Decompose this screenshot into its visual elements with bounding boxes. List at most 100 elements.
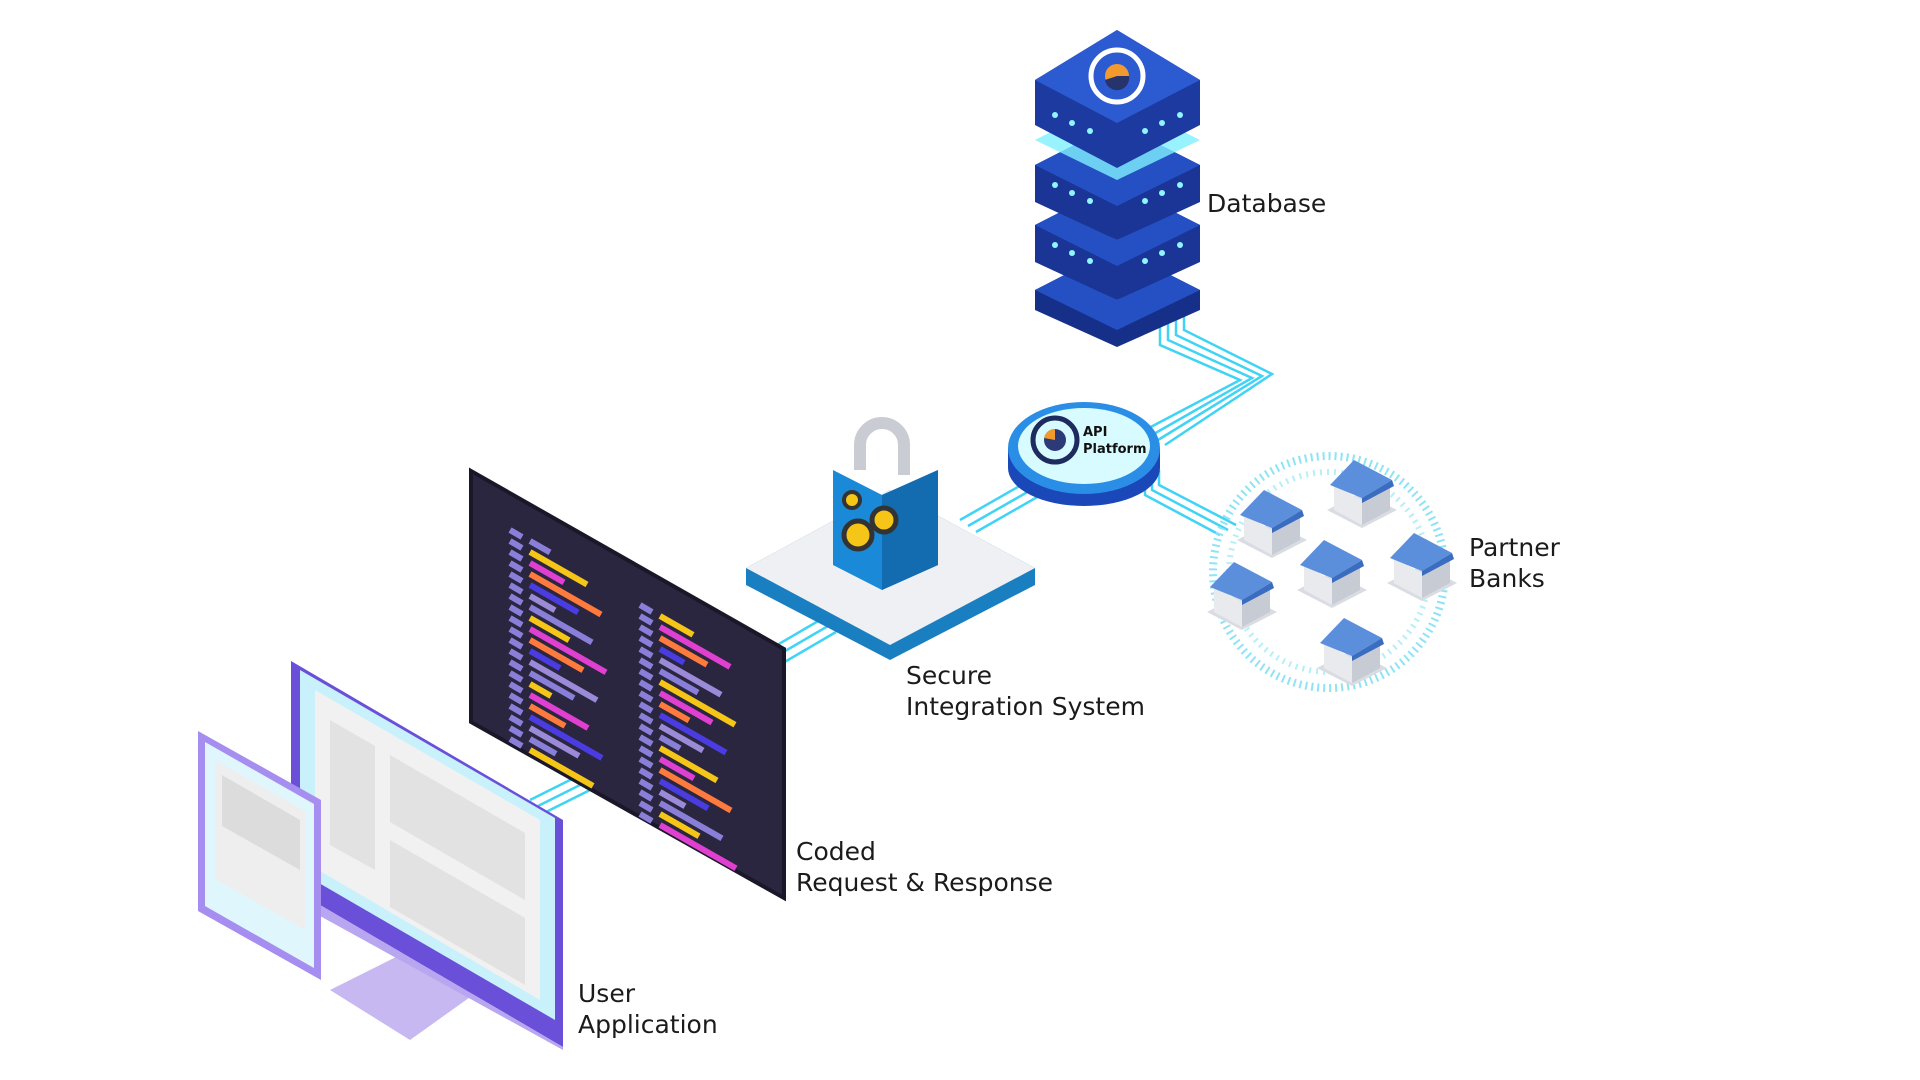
code-line bbox=[528, 648, 562, 671]
code-line bbox=[638, 745, 654, 758]
code-line bbox=[658, 800, 724, 841]
code-line bbox=[638, 723, 654, 736]
code-line bbox=[658, 778, 710, 811]
code-line bbox=[638, 679, 654, 692]
bank-icon bbox=[1317, 618, 1387, 686]
database-icon bbox=[1035, 30, 1200, 347]
code-line bbox=[638, 800, 654, 813]
code-line bbox=[528, 736, 558, 757]
code-line bbox=[658, 646, 686, 666]
code-line bbox=[528, 604, 594, 645]
code-line bbox=[638, 811, 654, 824]
monitor-icon bbox=[291, 661, 563, 1050]
code-line bbox=[528, 725, 581, 759]
code-line bbox=[528, 538, 552, 556]
code-line bbox=[658, 624, 732, 670]
code-lines bbox=[508, 527, 738, 871]
code-line bbox=[508, 725, 524, 738]
gear-icon bbox=[869, 505, 899, 535]
code-line bbox=[528, 582, 580, 615]
code-line bbox=[638, 712, 654, 725]
code-line bbox=[508, 538, 524, 551]
code-line bbox=[508, 648, 524, 661]
code-line bbox=[638, 767, 654, 780]
bank-icon bbox=[1297, 540, 1367, 608]
code-line bbox=[528, 637, 585, 673]
eye-logo-icon bbox=[1030, 415, 1080, 465]
code-line bbox=[638, 668, 654, 681]
gear-icon bbox=[842, 490, 862, 510]
code-line bbox=[658, 789, 687, 809]
code-line bbox=[638, 778, 654, 791]
code-line bbox=[658, 701, 691, 724]
code-line bbox=[638, 701, 654, 714]
code-line bbox=[508, 703, 524, 716]
code-line bbox=[658, 690, 714, 726]
secure-integration-icon bbox=[746, 417, 1035, 660]
code-line bbox=[528, 703, 567, 729]
code-line bbox=[638, 734, 654, 747]
code-line bbox=[508, 560, 524, 573]
code-line bbox=[658, 756, 696, 781]
connector-db-api bbox=[1144, 310, 1275, 447]
code-line bbox=[658, 712, 728, 756]
code-line bbox=[638, 690, 654, 703]
code-line bbox=[528, 692, 590, 731]
code-line bbox=[528, 714, 604, 761]
code-line bbox=[508, 582, 524, 595]
code-line bbox=[508, 593, 524, 606]
tablet-icon bbox=[198, 731, 321, 980]
code-line bbox=[658, 613, 695, 638]
code-line bbox=[508, 692, 524, 705]
code-line bbox=[508, 604, 524, 617]
code-line bbox=[658, 811, 701, 839]
code-line bbox=[508, 626, 524, 639]
code-line bbox=[508, 681, 524, 694]
code-line bbox=[528, 571, 603, 618]
code-line bbox=[658, 723, 705, 754]
bank-icon bbox=[1387, 533, 1457, 601]
code-line bbox=[508, 615, 524, 628]
code-line bbox=[528, 560, 566, 585]
code-line bbox=[638, 624, 654, 637]
code-line bbox=[508, 736, 524, 749]
bank-icon bbox=[1237, 490, 1307, 558]
api-platform-icon bbox=[1008, 402, 1160, 506]
bank-icon bbox=[1207, 562, 1277, 630]
code-line bbox=[638, 756, 654, 769]
code-line bbox=[658, 679, 737, 728]
code-line bbox=[638, 646, 654, 659]
code-line bbox=[528, 549, 589, 588]
code-line bbox=[508, 527, 524, 540]
gear-icon bbox=[841, 518, 875, 552]
code-line bbox=[638, 657, 654, 670]
connector-api-banks bbox=[1143, 470, 1237, 537]
code-line bbox=[658, 657, 723, 698]
code-line bbox=[508, 670, 524, 683]
code-line bbox=[508, 637, 524, 650]
code-line bbox=[638, 635, 654, 648]
code-line bbox=[528, 593, 557, 613]
code-line bbox=[638, 789, 654, 802]
code-line bbox=[658, 734, 682, 752]
code-line bbox=[508, 714, 524, 727]
code-line bbox=[658, 668, 700, 696]
code-line bbox=[658, 745, 719, 784]
code-line bbox=[528, 681, 553, 699]
code-line bbox=[508, 659, 524, 672]
code-screen-icon bbox=[469, 467, 786, 902]
code-line bbox=[638, 602, 654, 615]
eye-logo-icon bbox=[1088, 47, 1146, 105]
code-line bbox=[658, 767, 733, 814]
code-line bbox=[528, 626, 608, 675]
code-line bbox=[508, 549, 524, 562]
partner-banks-icon bbox=[1207, 452, 1457, 692]
database-label: Database bbox=[1207, 189, 1327, 218]
code-line bbox=[658, 635, 709, 668]
code-line bbox=[658, 822, 738, 871]
